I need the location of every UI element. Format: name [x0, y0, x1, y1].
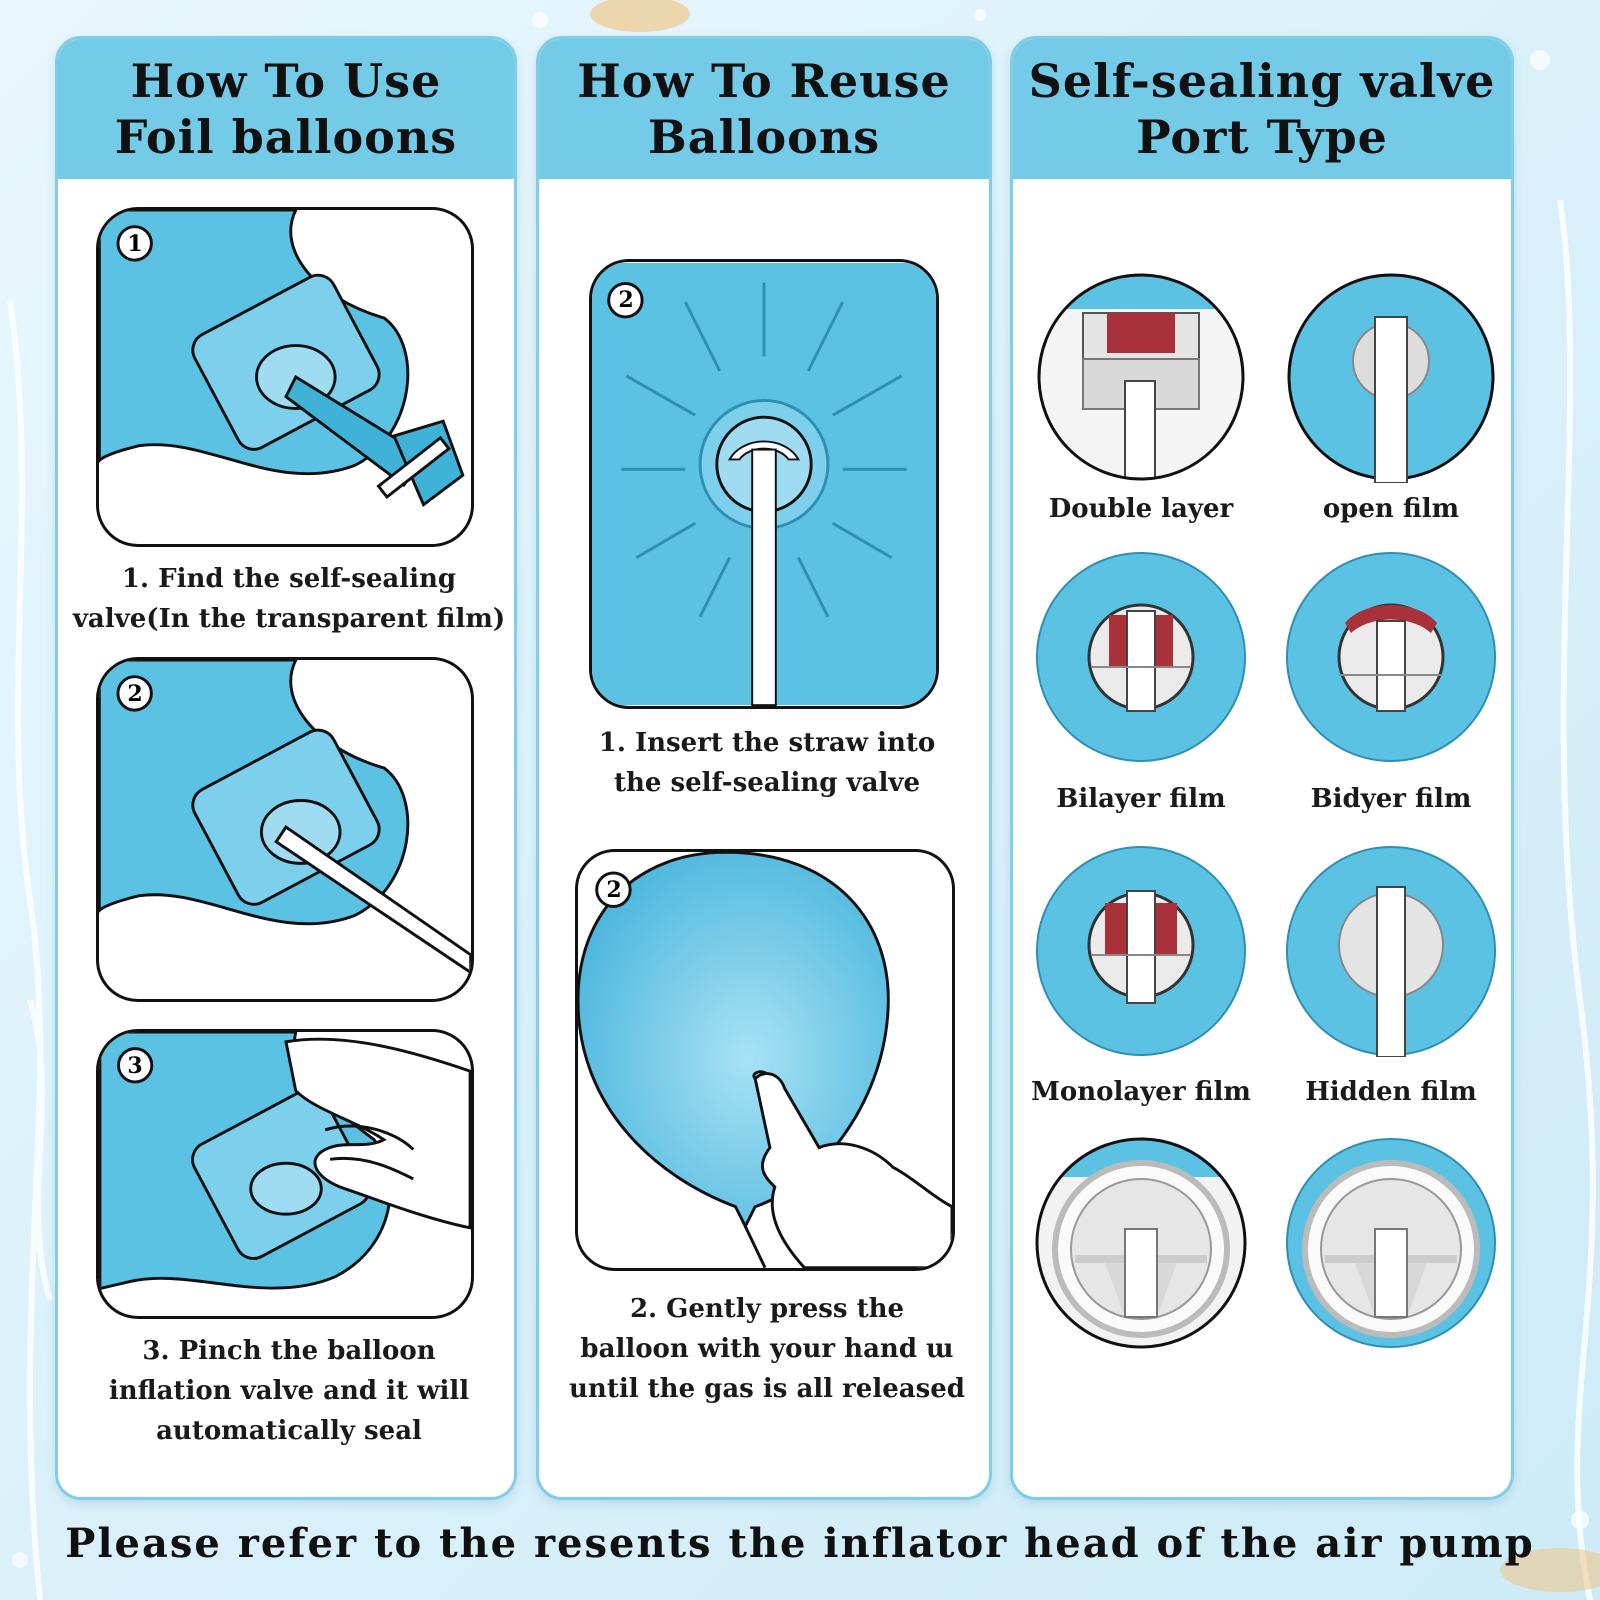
port-label: Bilayer film: [1056, 784, 1226, 814]
step-number-badge: 2: [127, 681, 143, 707]
card-title-line1: Self-sealing valve: [1028, 54, 1496, 108]
press-balloon-illustration: [578, 852, 952, 1268]
step-caption: 2. Gently press the balloon with your ha…: [569, 1294, 965, 1404]
pump-head-valve-icon: [1285, 1137, 1497, 1349]
card-title-line2: Foil balloons: [114, 110, 458, 164]
step-panel-insert-straw: 2: [96, 657, 474, 1002]
pump-head-valve-icon: [1035, 1137, 1247, 1349]
step-number-badge: 3: [127, 1053, 143, 1079]
step-panel-find-valve: 1: [96, 207, 474, 547]
step-panel-release-gas: 2: [575, 849, 955, 1271]
open-film-valve-icon: [1285, 271, 1497, 484]
balloon-valve-illustration: [99, 210, 465, 508]
hidden-film-valve-icon: [1285, 845, 1497, 1058]
step-panel-insert-straw: 2: [589, 259, 939, 709]
card-title-line1: How To Reuse: [577, 54, 951, 108]
card-header: Self-sealing valve Port Type: [1013, 39, 1511, 179]
port-label: open film: [1322, 494, 1460, 524]
card-title-line2: Port Type: [1136, 110, 1388, 164]
double-layer-valve-icon: [1035, 271, 1247, 483]
card-title-line1: How To Use: [130, 54, 442, 108]
step-number-badge: 1: [127, 231, 143, 257]
bidyer-film-valve-icon: [1285, 551, 1497, 763]
card-title-line2: Balloons: [647, 110, 881, 164]
port-label: Hidden film: [1305, 1077, 1477, 1107]
bilayer-film-valve-icon: [1035, 551, 1247, 763]
step-caption: 1. Insert the straw into the self-sealin…: [598, 728, 936, 798]
step-caption: 3. Pinch the balloon inflation valve and…: [108, 1336, 470, 1446]
port-label: Double layer: [1048, 494, 1234, 524]
card-header: How To Use Foil balloons: [58, 39, 514, 179]
card-header: How To Reuse Balloons: [539, 39, 989, 179]
straw-insert-illustration: [99, 660, 471, 975]
pinch-valve-illustration: [99, 1032, 471, 1291]
port-label: Bidyer film: [1310, 784, 1472, 814]
footer-note: Please refer to the resents the inflator…: [65, 1520, 1535, 1567]
port-label: Monolayer film: [1031, 1077, 1251, 1107]
card-how-to-use: How To Use Foil balloons 1 1. Find the s…: [55, 36, 517, 1500]
step-number-badge: 2: [606, 877, 622, 903]
step-number-badge: 2: [618, 287, 634, 313]
step-caption: 1. Find the self-sealing valve(In the tr…: [72, 564, 506, 634]
monolayer-film-valve-icon: [1035, 845, 1247, 1057]
step-panel-pinch-valve: 3: [96, 1029, 474, 1319]
card-port-types: Self-sealing valve Port Type Double laye…: [1010, 36, 1514, 1500]
straw-valve-illustration: [592, 262, 936, 706]
card-how-to-reuse: How To Reuse Balloons: [536, 36, 992, 1500]
